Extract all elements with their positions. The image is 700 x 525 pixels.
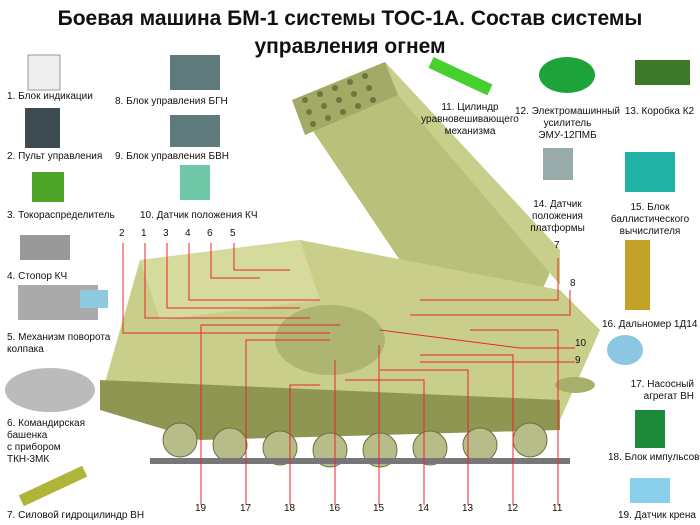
kch-position-sensor-icon [180, 165, 210, 200]
label-2: 2. Пульт управления [7, 151, 103, 162]
vehicle-hull [100, 240, 600, 468]
callout-number: 18 [284, 503, 296, 514]
callout-number: 3 [163, 228, 169, 239]
label-6-line: 6. Командирская [7, 418, 86, 429]
callout-number: 13 [462, 503, 474, 514]
amplifier-icon [539, 57, 595, 93]
callout-number: 11 [552, 503, 563, 514]
label-17-line: 17. Насосный [630, 379, 694, 390]
callout-lines [122, 243, 575, 505]
hydraulic-cylinder-icon [18, 465, 88, 507]
bgn-control-unit-icon [170, 55, 220, 90]
label-9: 9. Блок управления БВН [115, 151, 230, 162]
platform-sensor-icon [543, 148, 573, 180]
bvn-control-unit-icon [170, 115, 220, 147]
callout-number: 10 [575, 338, 587, 349]
callout-number: 8 [570, 278, 576, 289]
label-12-line: ЭМУ-12ПМБ [538, 130, 597, 141]
callout-number: 4 [185, 228, 191, 239]
title-line-2: управления огнем [254, 35, 446, 58]
road-wheels-icon [162, 422, 548, 468]
label-11-line: 11. Цилиндр [441, 102, 499, 113]
label-11-line: уравновешивающего [421, 114, 519, 125]
label-3: 3. Токораспределитель [7, 210, 115, 221]
label-6-line: ТКН-3МК [7, 454, 50, 465]
callout-number: 14 [418, 503, 430, 514]
callout-number: 15 [373, 503, 385, 514]
label-5-line: колпака [7, 344, 44, 355]
label-8: 8. Блок управления БГН [115, 96, 228, 107]
pump-unit-icon [607, 335, 643, 365]
label-12-line: 12. Электромашинный [515, 106, 620, 117]
label-15-line: 15. Блок [630, 202, 670, 213]
callout-number: 17 [240, 503, 252, 514]
label-6-line: с прибором [7, 442, 61, 453]
kch-stopper-icon [20, 235, 70, 260]
callout-number: 1 [141, 228, 147, 239]
pulse-unit-icon [635, 410, 665, 448]
label-14-line: 14. Датчик [533, 199, 582, 210]
k2-box-icon [635, 60, 690, 85]
label-4: 4. Стопор КЧ [7, 271, 68, 282]
label-1: 1. Блок индикации [7, 91, 93, 102]
callout-number: 16 [329, 503, 341, 514]
current-distributor-icon [32, 172, 64, 202]
label-14-line: платформы [530, 223, 585, 234]
label-10: 10. Датчик положения КЧ [140, 210, 258, 221]
callout-number: 12 [507, 503, 519, 514]
label-12-line: усилитель [543, 118, 592, 129]
ballistic-computer-icon [625, 152, 675, 192]
label-17-line: агрегат ВН [643, 391, 694, 402]
label-19: 19. Датчик крена [618, 510, 696, 521]
callout-number: 19 [195, 503, 207, 514]
label-11-line: механизма [444, 126, 496, 137]
rangefinder-icon [625, 240, 650, 310]
label-16: 16. Дальномер 1Д14 [602, 319, 698, 330]
control-panel-icon [25, 108, 60, 148]
roll-sensor-icon [630, 478, 670, 503]
callout-number: 9 [575, 355, 581, 366]
launcher-package [292, 62, 560, 295]
label-18: 18. Блок импульсов [608, 452, 700, 463]
label-14-line: положения [532, 211, 583, 222]
label-13: 13. Коробка К2 [624, 106, 695, 117]
label-15-line: вычислителя [619, 226, 681, 237]
commander-cupola-icon [5, 368, 95, 412]
callout-number: 5 [230, 228, 236, 239]
balancing-cylinder-icon [428, 57, 493, 96]
callout-number: 7 [554, 240, 560, 251]
label-15-line: баллистического [610, 214, 690, 225]
label-5-line: 5. Механизм поворота [7, 332, 111, 343]
component-thumbnails [5, 54, 690, 507]
callout-number: 6 [207, 228, 213, 239]
label-7: 7. Силовой гидроцилиндр ВН [7, 510, 145, 521]
title-line-1: Боевая машина БМ-1 системы ТОС-1А. Соста… [57, 7, 643, 30]
callout-number: 2 [119, 228, 125, 239]
tube-openings-icon [302, 73, 376, 127]
label-6-line: башенка [7, 430, 48, 441]
display-unit-icon [27, 54, 61, 91]
